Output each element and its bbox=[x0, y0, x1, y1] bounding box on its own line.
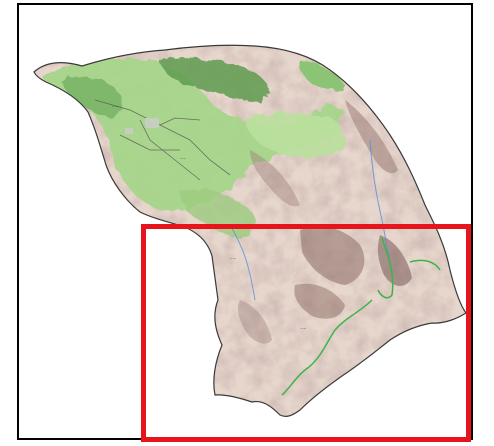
svg-text:·····: ····· bbox=[300, 326, 306, 331]
mountain-relief-icon bbox=[237, 100, 412, 344]
forest-areas bbox=[40, 58, 346, 238]
river-lines bbox=[229, 139, 393, 301]
trail-line-icon bbox=[281, 237, 441, 396]
settlement-area bbox=[94, 99, 231, 181]
selection-highlight-box bbox=[141, 224, 471, 442]
map-lettering: ····· ····· ····· ····· bbox=[112, 104, 306, 331]
svg-text:·····: ····· bbox=[112, 104, 118, 109]
svg-text:·····: ····· bbox=[230, 256, 236, 261]
svg-text:·····: ····· bbox=[180, 156, 186, 161]
